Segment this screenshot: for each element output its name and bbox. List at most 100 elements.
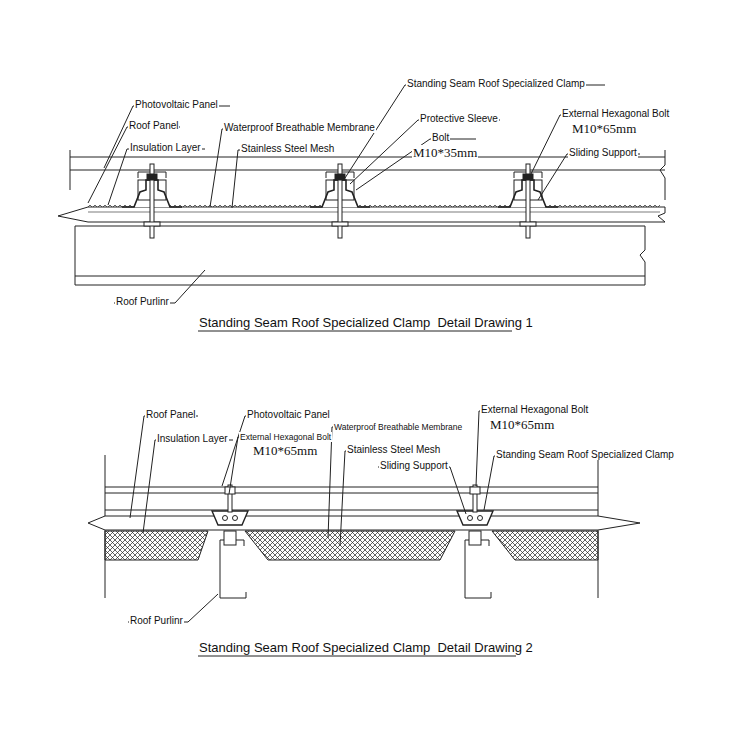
spec-label: M10*65mm [489,417,555,432]
spec-label: M10*35mm [412,145,478,160]
clamp-group [122,164,558,238]
leader-lines-part [345,85,605,178]
leader-lines-part [222,416,330,486]
label-anchor: External Hexagonal Bolt [561,103,670,121]
part-label: Roof Purlinr [115,296,170,307]
label-anchor: Roof Purlinr [129,610,184,628]
part-label: Roof Panel [145,409,196,420]
clamp-group-part [212,485,248,545]
clamp-group-part-part [469,531,481,545]
purlin-section-part [220,540,246,598]
leader-lines-part [104,106,230,168]
leader-lines-part [143,440,233,533]
insulation-layer-part [245,531,455,560]
clamp-group-part-part [223,516,228,521]
label-anchor: M10*35mm [412,143,478,161]
clamp-group-part [498,164,558,238]
leader-lines-part [229,437,330,494]
label-anchor: Roof Purlinr [115,291,170,309]
clamp-group-part-part [457,511,493,525]
roof-panel-part [58,207,665,222]
clamp-group-part-part [212,511,248,525]
clamp-group-part-part [144,222,160,226]
clamp-group [212,485,493,545]
leader-lines-part [88,127,180,203]
insulation-layer-part [492,531,598,560]
leader-lines-part [378,467,466,514]
part-label: External Hexagonal Bolt [561,108,670,119]
insulation-layer-part [105,531,208,560]
clamp-group-part-part [224,531,236,545]
roof-panel-part [88,212,660,213]
part-label: Insulation Layer [129,142,202,153]
part-label: Standing Seam Roof Specialized Clamp [406,78,586,89]
drawing-caption: Standing Seam Roof Specialized Clamp Det… [198,640,534,655]
leader-lines-part [108,149,205,205]
label-anchor: Bolt [431,127,450,145]
leader-lines-part [328,427,462,538]
part-label: Waterproof Breathable Membrane [333,422,463,432]
label-anchor: Roof Panel [128,115,179,133]
label-anchor: Insulation Layer [129,137,202,155]
label-anchor: Stainless Steel Mesh [346,439,441,457]
leader-lines-part [530,115,665,176]
label-anchor: Standing Seam Roof Specialized Clamp [406,73,586,91]
label-anchor: Standing Seam Roof Specialized Clamp Det… [198,313,534,331]
leader-lines-part [484,456,668,510]
part-label: Bolt [431,132,450,143]
pv-panel [105,487,598,510]
part-label: Stainless Steel Mesh [240,143,335,154]
purlin-section [220,540,491,598]
label-anchor: Sliding Support [379,455,449,473]
label-anchor: External Hexagonal Bolt [239,426,332,444]
leader-lines [88,85,665,331]
clamp-group-part-part [468,516,473,521]
leader-lines-part [210,129,372,207]
part-label: Photovoltaic Panel [246,409,331,420]
clamp-group-part-part [520,222,536,226]
clamp-group-part-part [335,174,345,180]
roof-purlin [75,226,645,285]
label-anchor: Insulation Layer [156,428,229,446]
leader-lines-part [130,416,198,518]
part-label: Roof Purlinr [129,615,184,626]
label-anchor: M10*65mm [489,415,555,433]
label-anchor: Standing Seam Roof Specialized Clamp [495,444,675,462]
clamp-group-part [310,164,370,238]
label-anchor: Photovoltaic Panel [246,404,331,422]
label-anchor: Waterproof Breathable Membrane [223,117,376,135]
clamp-group-part [122,164,182,238]
part-label: Insulation Layer [156,433,229,444]
roof-panel-part [88,516,640,530]
label-anchor: M10*65mm [571,119,637,137]
leader-lines-part [232,150,332,208]
clamp-group-part-part [470,487,480,494]
label-anchor: Photovoltaic Panel [134,94,219,112]
spec-label: M10*65mm [252,443,318,458]
part-label: Sliding Support [568,147,638,158]
insulation-layer [105,531,598,560]
label-anchor: M10*65mm [252,441,318,459]
part-label: External Hexagonal Bolt [480,404,589,415]
drawing-caption: Standing Seam Roof Specialized Clamp Det… [198,315,534,330]
part-label: Protective Sleeve [419,113,499,124]
part-label: Waterproof Breathable Membrane [223,122,376,133]
clamp-group-part-part [523,174,533,180]
roof-purlin-part [75,226,645,285]
purlin-section-part [465,540,491,598]
part-label: Standing Seam Roof Specialized Clamp [495,449,675,460]
clamp-group-part-part [147,174,157,180]
part-label: Roof Panel [128,120,179,131]
leader-lines-part [538,154,640,200]
label-anchor: Waterproof Breathable Membrane [333,416,463,434]
label-anchor: Protective Sleeve [419,108,499,126]
roof-panel [58,207,665,222]
clamp-group-part-part [478,516,483,521]
part-label: External Hexagonal Bolt [239,432,332,442]
label-anchor: Standing Seam Roof Specialized Clamp Det… [198,638,534,656]
clamp-group-part-part [332,222,348,226]
part-label: Stainless Steel Mesh [346,444,441,455]
part-label: Photovoltaic Panel [134,99,219,110]
label-anchor: Roof Panel [145,404,196,422]
